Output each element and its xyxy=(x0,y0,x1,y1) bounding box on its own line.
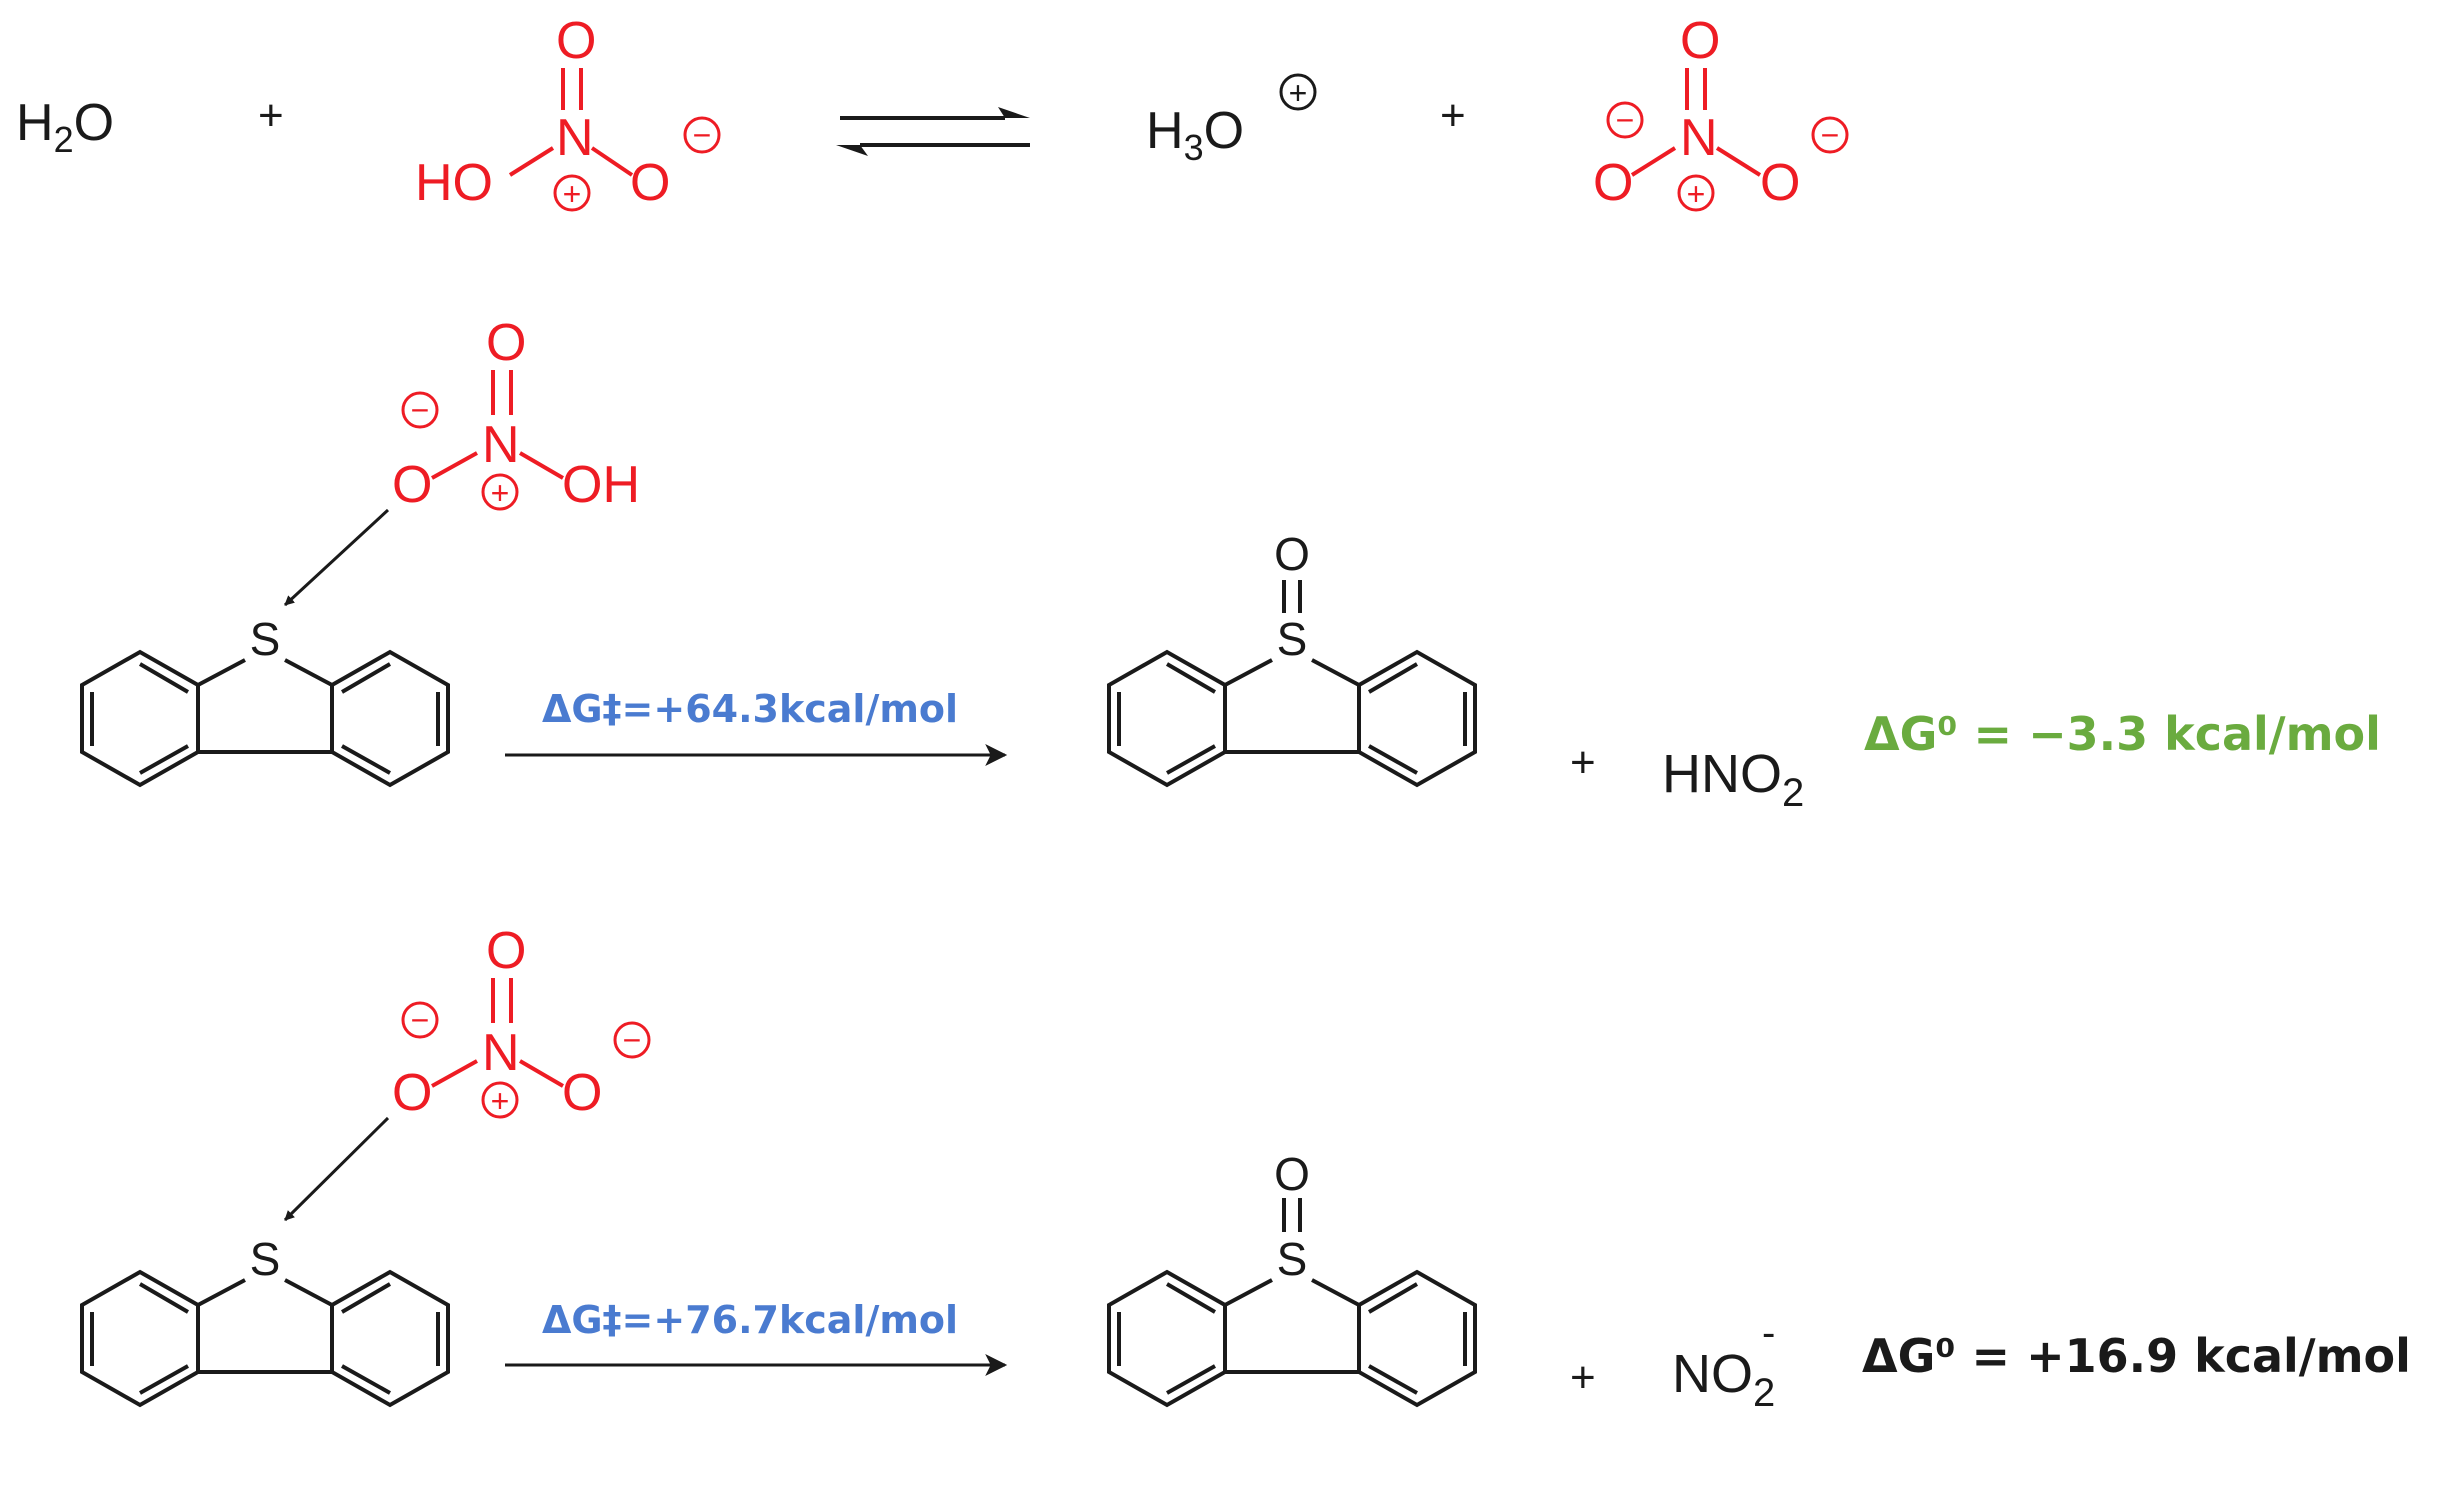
oxygen-label: O xyxy=(1274,528,1310,580)
negative-charge-icon-right: − xyxy=(623,1022,642,1058)
oxygen-top-label: O xyxy=(556,12,596,70)
dibenzothiophene-sulfoxide-product: S O xyxy=(1107,528,1477,788)
negative-charge-icon-right: − xyxy=(1821,117,1840,153)
oxygen-label: O xyxy=(1274,1148,1310,1200)
negative-charge-icon-left: − xyxy=(411,1002,430,1038)
sulfur-label: S xyxy=(250,613,281,665)
oxygen-top-label: O xyxy=(486,922,526,980)
nitric-acid-molecule: HO N O O + − xyxy=(415,12,721,212)
oxygen-right-label: O xyxy=(562,1064,602,1122)
attacking-nitric-acid: O N O OH − + xyxy=(392,314,640,514)
nitrous-acid-formula: HNO2 xyxy=(1662,744,1804,815)
sulfur-label: S xyxy=(250,1233,281,1285)
positive-charge-circle xyxy=(553,174,591,212)
oxygen-top-label: O xyxy=(486,314,526,372)
oxygen-left-label: O xyxy=(392,1064,432,1122)
negative-charge-icon-left: − xyxy=(1616,102,1635,138)
plus-sign: + xyxy=(258,91,284,140)
activation-energy-label: ΔG‡=+64.3kcal/mol xyxy=(542,687,958,731)
oxygen-left-label: O xyxy=(1593,154,1633,212)
gibbs-energy-label: ΔG⁰ = −3.3 kcal/mol xyxy=(1864,707,2381,761)
single-bond-left xyxy=(508,146,555,177)
hydronium-formula: H3O xyxy=(1146,102,1244,168)
reaction-2: O N O O − + − xyxy=(80,922,2411,1415)
water-formula: H2O xyxy=(16,94,114,160)
hydroxyl-label: OH xyxy=(562,456,640,514)
dibenzothiophene-reactant: S xyxy=(80,613,450,788)
nitrogen-label: N xyxy=(556,109,594,167)
equilibrium-arrow-icon xyxy=(836,107,1030,156)
sulfur-label: S xyxy=(1277,613,1308,665)
nucleophilic-attack-arrow xyxy=(283,1116,390,1222)
sulfur-label: S xyxy=(1277,1233,1308,1285)
positive-charge-icon: + xyxy=(491,1083,510,1119)
oxygen-top-label: O xyxy=(1680,12,1720,70)
oxygen-left-label: O xyxy=(392,456,432,514)
hydronium-charge-circle xyxy=(1279,73,1317,111)
equilibrium-row: H2O + HO N O O + − H3O + + xyxy=(16,12,1849,212)
reaction-1: O N O OH − + S xyxy=(80,314,2381,815)
nitrogen-label: N xyxy=(482,1024,520,1082)
oxygen-right-label: O xyxy=(630,154,670,212)
plus-sign: + xyxy=(1570,738,1596,787)
positive-charge-icon: + xyxy=(1687,176,1706,212)
positive-charge-icon: + xyxy=(491,475,510,511)
single-bond-right xyxy=(590,146,634,177)
hydroxyl-label: HO xyxy=(415,154,493,212)
positive-charge-icon: + xyxy=(563,176,582,212)
hydronium-charge-icon: + xyxy=(1289,75,1308,111)
attacking-nitrate: O N O O − + − xyxy=(392,922,651,1122)
plus-sign-2: + xyxy=(1440,91,1466,140)
gibbs-energy-label: ΔG⁰ = +16.9 kcal/mol xyxy=(1862,1329,2411,1383)
dibenzothiophene-reactant: S xyxy=(80,1233,450,1408)
activation-energy-label: ΔG‡=+76.7kcal/mol xyxy=(542,1298,958,1342)
negative-charge-icon: − xyxy=(411,392,430,428)
negative-charge-icon: − xyxy=(693,117,712,153)
nitrite-charge: - xyxy=(1762,1311,1775,1355)
nitrite-formula: NO2 xyxy=(1672,1344,1775,1415)
dibenzothiophene-sulfoxide-product: S O xyxy=(1107,1148,1477,1408)
nitrate-molecule: O N O O − + − xyxy=(1593,12,1849,212)
negative-charge-circle xyxy=(683,116,721,154)
nitrogen-label: N xyxy=(1680,109,1718,167)
oxygen-right-label: O xyxy=(1760,154,1800,212)
nitrogen-label: N xyxy=(482,416,520,474)
plus-sign: + xyxy=(1570,1353,1596,1402)
nucleophilic-attack-arrow xyxy=(283,508,390,607)
